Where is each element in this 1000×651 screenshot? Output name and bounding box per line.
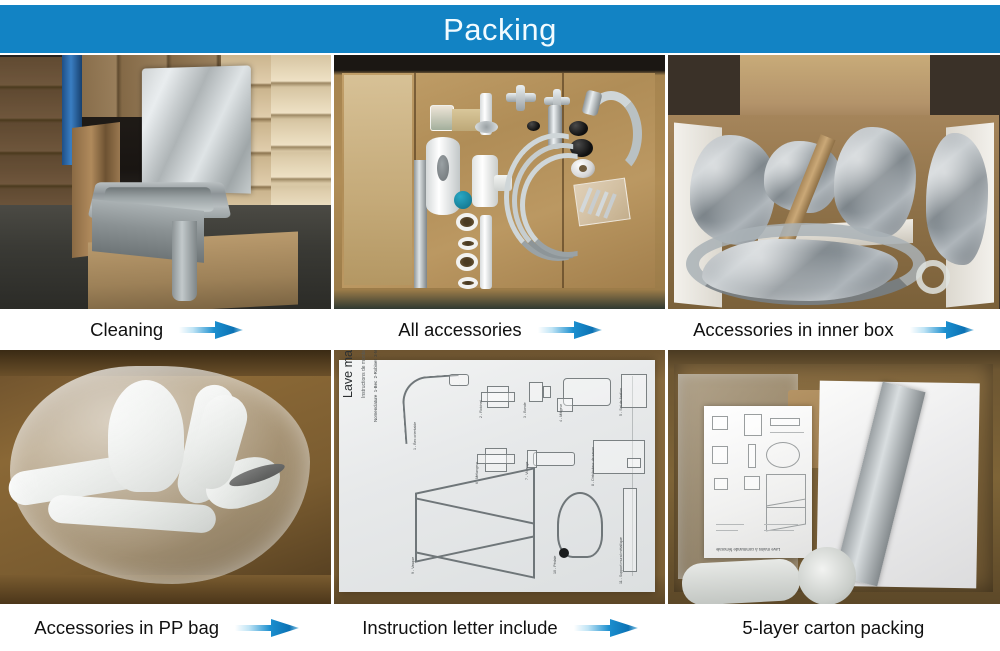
caption-label: Instruction letter include bbox=[362, 616, 558, 638]
photo-cleaning bbox=[0, 55, 331, 310]
right-arrow-icon bbox=[537, 319, 602, 341]
photo-row-top bbox=[0, 55, 1000, 310]
right-arrow-icon bbox=[235, 617, 300, 639]
caption-row-top: Cleaning All acces bbox=[0, 309, 1000, 351]
caption-label: Accessories in PP bag bbox=[34, 616, 220, 638]
photo-row-bottom: Lave mains à commande fémorale Instructi… bbox=[0, 350, 1000, 605]
caption-label: All accessories bbox=[398, 319, 522, 340]
caption-cell-5-layer-carton: 5-layer carton packing bbox=[667, 604, 1000, 651]
caption-row-bottom: Accessories in PP bag Instruction letter… bbox=[0, 604, 1000, 651]
caption-label: Cleaning bbox=[90, 319, 164, 340]
page-title-bar: Packing bbox=[0, 5, 1000, 53]
page-title: Packing bbox=[443, 11, 557, 47]
photo-instruction-letter: Lave mains à commande fémorale Instructi… bbox=[334, 350, 665, 605]
instruction-sheet-legend: Nomenclature 1-Bec 2-Robinet 3-Mitigeur … bbox=[373, 350, 379, 422]
instruction-sheet-subtitle: Instructions de montage et de mise en se… bbox=[361, 350, 367, 398]
photo-5-layer-carton: Lave mains à commande fémorale bbox=[668, 350, 1000, 605]
caption-cell-accessories-pp-bag: Accessories in PP bag bbox=[0, 604, 333, 651]
photo-accessories-inner-box bbox=[668, 55, 1000, 310]
caption-label: 5-layer carton packing bbox=[742, 616, 925, 638]
caption-cell-cleaning: Cleaning bbox=[0, 309, 333, 351]
right-arrow-icon bbox=[573, 617, 638, 639]
photo-all-accessories bbox=[334, 55, 665, 310]
caption-cell-instruction-letter: Instruction letter include bbox=[333, 604, 666, 651]
carton-sheet-title: Lave mains à commande fémorale bbox=[716, 547, 781, 552]
caption-label: Accessories in inner box bbox=[693, 319, 894, 340]
carton-instruction-sheet: Lave mains à commande fémorale bbox=[704, 406, 812, 558]
right-arrow-icon bbox=[179, 319, 244, 341]
caption-cell-accessories-inner-box: Accessories in inner box bbox=[667, 309, 1000, 351]
instruction-sheet-title: Lave mains à commande fémorale bbox=[341, 350, 355, 398]
right-arrow-icon bbox=[909, 319, 974, 341]
photo-accessories-pp-bag bbox=[0, 350, 331, 605]
caption-cell-all-accessories: All accessories bbox=[333, 309, 666, 351]
